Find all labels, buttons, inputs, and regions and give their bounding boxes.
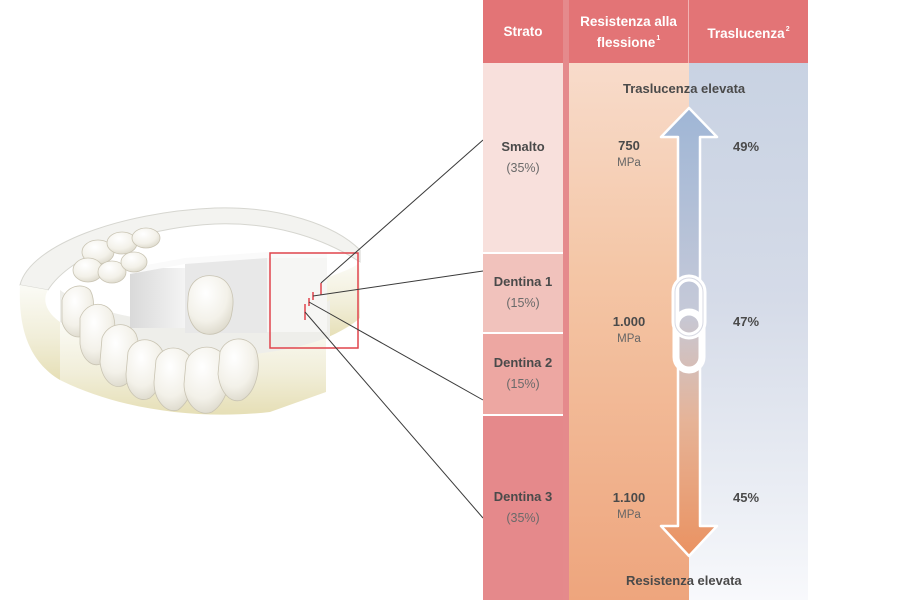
chain-link-icon	[671, 274, 707, 374]
resistenza-column	[569, 0, 689, 600]
translucency-dentina: 47%	[733, 314, 760, 329]
layer-name: Dentina 2	[493, 355, 553, 370]
layer-percent: (35%)	[506, 160, 540, 175]
layer-percent: (15%)	[506, 377, 540, 391]
layer-dentina-1: Dentina 1 (15%)	[483, 254, 563, 332]
layer-name: Smalto	[501, 138, 545, 154]
traslucenza-column	[689, 0, 808, 600]
double-arrow-icon	[659, 106, 719, 558]
header-resistenza: Resistenza alla flessione1	[569, 0, 688, 63]
caption-bottom: Resistenza elevata	[626, 573, 742, 588]
strength-dentina-3: 1.100 MPa	[612, 490, 646, 521]
layer-dentina-2: Dentina 2 (15%)	[483, 334, 563, 414]
layer-name: Dentina 3	[493, 489, 553, 504]
layer-table: Strato Resistenza alla flessione1 Traslu…	[483, 0, 808, 600]
zoom-box	[269, 252, 359, 349]
strength-smalto: 750 MPa	[617, 138, 641, 169]
translucency-dentina-3: 45%	[733, 490, 760, 505]
layer-percent: (35%)	[506, 511, 540, 525]
teeth	[61, 227, 259, 414]
header-resistenza-line1: Resistenza alla	[580, 13, 677, 29]
layer-name: Dentina 1	[493, 274, 553, 289]
header-divider	[688, 0, 689, 63]
layer-percent: (15%)	[506, 296, 540, 310]
strength-dentina: 1.000 MPa	[612, 314, 646, 345]
footnote-1: 1	[656, 34, 661, 42]
header-traslucenza: Traslucenza2	[689, 0, 808, 63]
footnote-2: 2	[785, 26, 790, 33]
header-strato: Strato	[483, 0, 563, 63]
caption-top: Traslucenza elevata	[623, 81, 746, 96]
column-separator	[563, 0, 569, 600]
layer-smalto: Smalto (35%)	[483, 63, 563, 252]
leader-lines	[304, 139, 484, 519]
header-resistenza-line2: flessione	[596, 34, 656, 50]
translucency-smalto: 49%	[733, 139, 760, 154]
layer-dentina-3: Dentina 3 (35%)	[483, 416, 563, 600]
